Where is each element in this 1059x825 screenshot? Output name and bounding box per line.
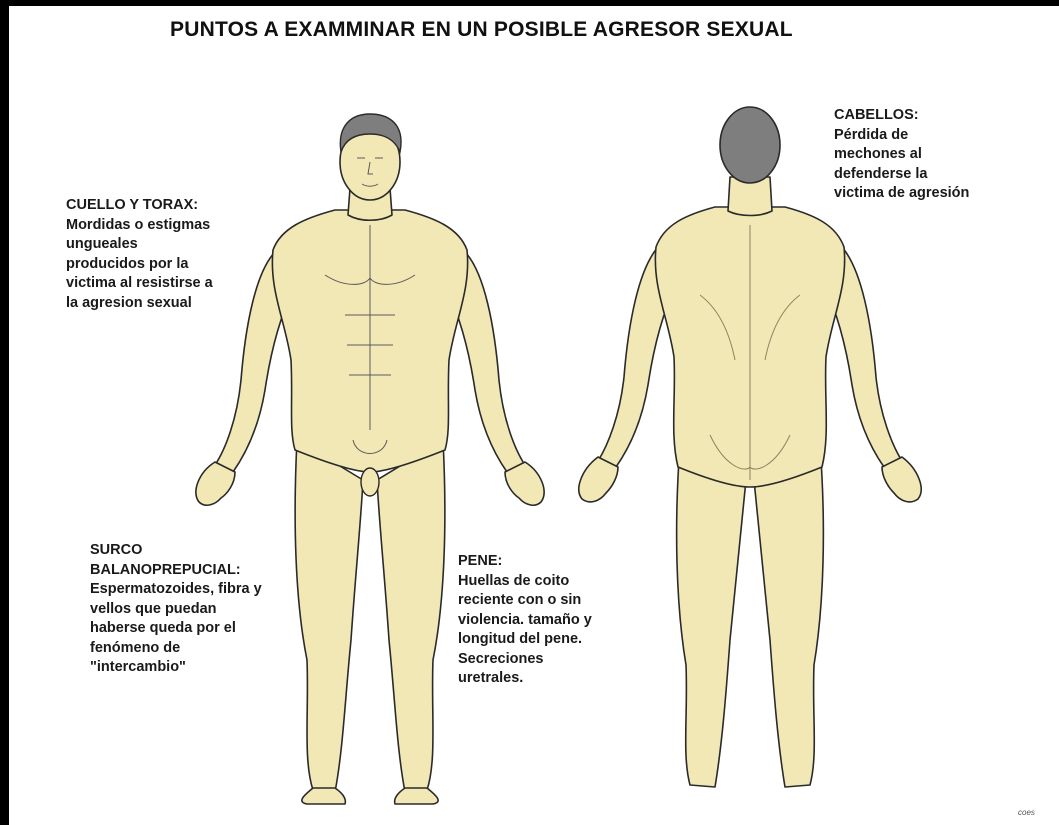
note-line: la agresion sexual [66, 294, 192, 311]
note-heading: CUELLO Y TORAX: [66, 197, 199, 213]
note-pene: PENE: Huellas de coito reciente con o si… [458, 552, 592, 689]
note-line: uretrales. [458, 670, 524, 686]
front-right-hand [504, 461, 545, 507]
note-heading: CABELLOS: [834, 107, 919, 123]
artist-signature: coes [1018, 808, 1035, 817]
note-line: victima de agresión [834, 185, 970, 201]
front-hair [339, 113, 402, 155]
front-left-foot [301, 787, 347, 805]
back-head [719, 106, 781, 184]
back-body-figure [578, 106, 922, 788]
back-left-leg [675, 444, 747, 788]
note-line: violencia. tamaño y [458, 611, 592, 628]
note-line: BALANOPREPUCIAL: [90, 561, 241, 578]
back-left-hand [578, 456, 619, 503]
note-line: Pérdida de [834, 126, 909, 143]
note-line: Mordidas o estigmas [66, 216, 211, 233]
note-cuello-torax: CUELLO Y TORAX: Mordidas o estigmas ungu… [66, 196, 213, 313]
note-line: defenderse la [834, 165, 928, 182]
note-line: ungueales [66, 236, 138, 252]
note-line: victima al resistirse a [66, 275, 213, 291]
front-left-hand [195, 461, 236, 507]
note-line: vellos que puedan [90, 600, 217, 617]
note-surco-balanoprepucial: SURCO BALANOPREPUCIAL: Espermatozoides, … [90, 541, 262, 678]
back-right-leg [753, 444, 825, 788]
front-genital-outline [360, 467, 380, 497]
back-right-hand [881, 456, 922, 503]
diagram-title: PUNTOS A EXAMMINAR EN UN POSIBLE AGRESOR… [170, 18, 793, 41]
front-body-figure [195, 113, 545, 805]
note-line: longitud del pene. [458, 631, 583, 647]
note-line: Secreciones [458, 650, 544, 667]
note-line: producidos por la [66, 255, 189, 272]
note-line: fenómeno de [90, 639, 181, 656]
note-line: Huellas de coito [458, 572, 570, 589]
note-heading: PENE: [458, 553, 503, 569]
front-right-foot [393, 787, 439, 805]
note-line: haberse queda por el [90, 620, 236, 636]
note-line: mechones al [834, 146, 922, 162]
note-cabellos: CABELLOS: Pérdida de mechones al defende… [834, 106, 969, 204]
note-line: reciente con o sin [458, 592, 582, 608]
back-neck [727, 176, 773, 217]
note-heading: SURCO [90, 542, 143, 558]
note-line: "intercambio" [90, 659, 186, 675]
note-line: Espermatozoides, fibra y [90, 581, 262, 597]
front-left-leg [294, 439, 364, 793]
front-right-leg [376, 439, 446, 793]
